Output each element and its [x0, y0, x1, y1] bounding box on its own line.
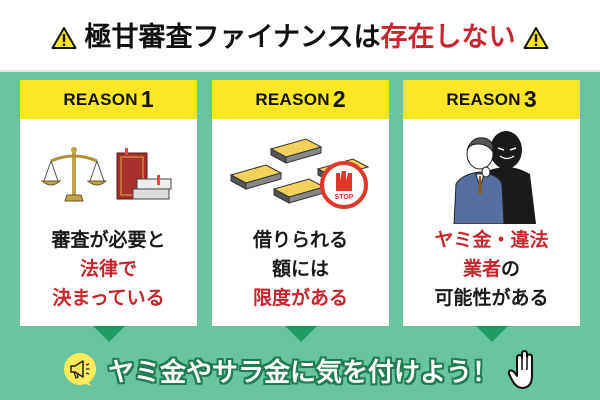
- down-arrow-icon: [284, 326, 317, 342]
- businessman-icon: [452, 131, 536, 224]
- reason-label: REASON: [255, 89, 330, 109]
- reason-line: 借りられる: [252, 229, 348, 251]
- reason-label: REASON: [63, 89, 138, 109]
- title-black-text: 極甘審査ファイナンスは: [84, 22, 381, 53]
- reason-line: 業者の: [462, 258, 521, 280]
- money-stacks-icon: STOP: [229, 138, 369, 209]
- reason-header: REASON 2: [212, 80, 389, 119]
- megaphone-icon: [63, 353, 96, 386]
- reason-text: 審査が必要と 法律で 決まっている: [20, 226, 197, 313]
- reason-label: REASON: [446, 89, 521, 109]
- svg-text:STOP: STOP: [334, 194, 353, 201]
- reason-line: 可能性がある: [434, 287, 549, 309]
- raised-hand-icon: [508, 350, 533, 389]
- reason-number: 2: [332, 86, 346, 112]
- warning-message: ヤミ金やサラ金に気を付けよう！: [107, 357, 498, 388]
- reason-number: 3: [523, 86, 537, 112]
- reason-header: REASON 3: [403, 80, 580, 119]
- scales-icon: [40, 147, 171, 202]
- warning-icon: [51, 27, 77, 49]
- reason-card-2: REASON 2 STOP 借りられる 額には 限度がある: [212, 80, 389, 342]
- reason-line: ヤミ金・違法: [434, 229, 549, 251]
- reason-line: 限度がある: [252, 287, 348, 309]
- reason-card-3: REASON 3 ヤミ金・違法 業者の 可能性がある: [403, 80, 580, 342]
- reason-line: 額には: [271, 258, 329, 280]
- down-arrow-icon: [475, 326, 508, 342]
- reason-number: 1: [140, 86, 154, 112]
- bottom-banner: ヤミ金やサラ金に気を付けよう！: [0, 340, 600, 400]
- money-stop-illustration: STOP: [212, 130, 389, 220]
- page-title: 極甘審査ファイナンスは存在しない: [84, 18, 516, 58]
- title-red-text: 存在しない: [380, 22, 516, 53]
- scales-and-books-illustration: [20, 130, 197, 220]
- title-bar: 極甘審査ファイナンスは存在しない: [0, 0, 600, 70]
- warning-icon: [523, 27, 549, 49]
- reason-card-1: REASON 1 審査が必要と 法律で 決まっている: [20, 80, 197, 342]
- reason-line: 決まっている: [52, 287, 165, 309]
- businessman-shadow-illustration: [403, 124, 580, 224]
- reason-text: 借りられる 額には 限度がある: [212, 226, 389, 313]
- reason-line: 審査が必要と: [51, 229, 166, 251]
- reason-text: ヤミ金・違法 業者の 可能性がある: [403, 226, 580, 313]
- down-arrow-icon: [92, 326, 125, 342]
- reason-line: 法律で: [79, 258, 137, 280]
- reason-header: REASON 1: [20, 80, 197, 119]
- title: 極甘審査ファイナンスは存在しない: [0, 18, 600, 58]
